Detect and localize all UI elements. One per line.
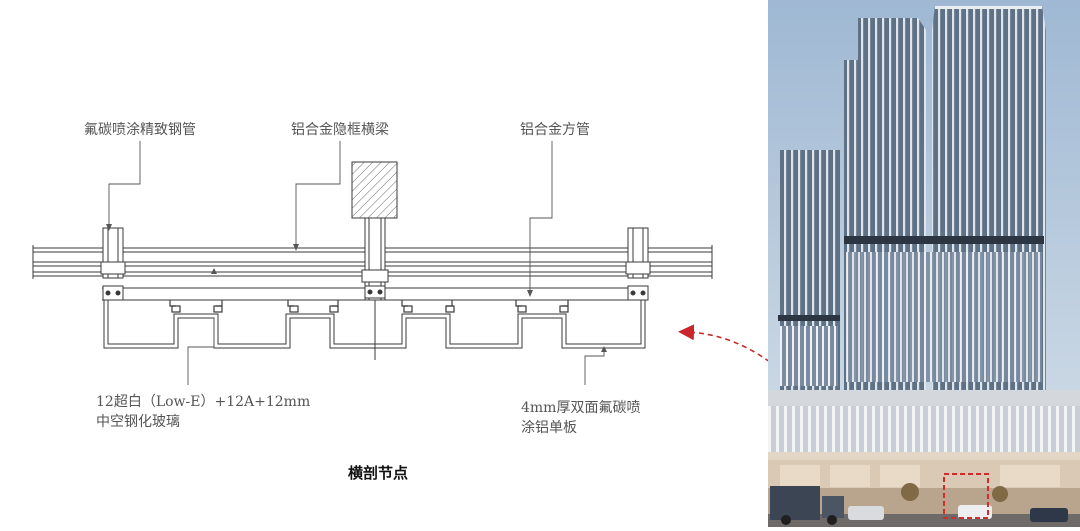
label-glass-line2: 中空钢化玻璃	[96, 413, 180, 430]
right-steel-tube	[625, 227, 651, 301]
aluminum-panel-profile	[103, 300, 646, 349]
section-drawing	[32, 161, 713, 360]
label-panel-line1: 4mm厚双面氟碳喷	[521, 400, 640, 416]
concrete-wall	[351, 161, 398, 219]
leader-lines	[108, 141, 605, 385]
mid-tower	[844, 18, 1044, 475]
label-square-tube: 铝合金方管	[520, 122, 590, 138]
label-panel-line2: 涂铝单板	[521, 420, 577, 436]
left-steel-tube	[100, 227, 126, 301]
street	[768, 483, 1080, 527]
label-steel-tube: 氟碳喷涂精致钢管	[84, 122, 196, 138]
highlight-box	[943, 473, 989, 519]
label-glass-line1: 12超白（Low-E）+12A+12mm	[96, 394, 310, 410]
panel-clips	[169, 300, 569, 313]
building-rendering	[768, 0, 1080, 527]
diagram-caption: 横剖节点	[348, 464, 408, 482]
left-tower	[778, 150, 840, 390]
center-mullion	[361, 217, 389, 360]
label-hidden-beam: 铝合金隐框横梁	[291, 122, 389, 138]
leader-ticks	[106, 224, 607, 352]
